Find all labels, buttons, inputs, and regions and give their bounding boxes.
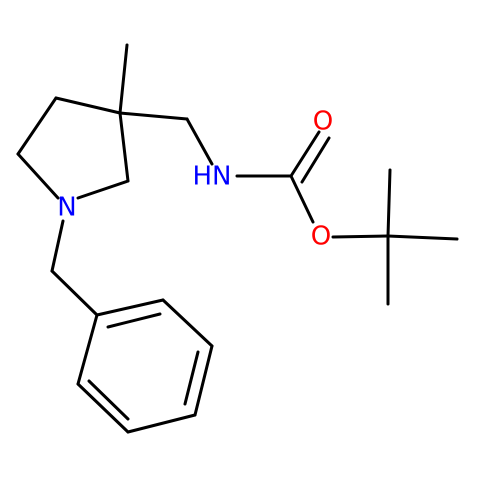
atom-label-ester-oxygen: O — [311, 222, 331, 252]
bond-carbonyl-ester-o — [289, 174, 315, 224]
bond-methyl — [118, 43, 129, 115]
bond-ring-c5-n — [16, 152, 60, 200]
bond-ring-c2-c3 — [118, 111, 130, 183]
bond-ring-n-c2 — [76, 179, 130, 200]
bond-ch2-nh — [185, 117, 214, 166]
bond-ring-c4-c5 — [16, 96, 58, 156]
bond-ring-c3-c4 — [54, 96, 122, 115]
atom-label-ring-nitrogen: N — [57, 193, 76, 223]
bond-tbu-methyl-up — [386, 168, 392, 238]
bond-carbonyl-double-1 — [289, 130, 321, 178]
bond-benzene-3 — [193, 344, 214, 417]
bond-benzene-2 — [161, 298, 214, 348]
bond-benzene-6 — [76, 313, 99, 386]
bond-c3-ch2 — [118, 111, 189, 121]
atom-label-amide-nitrogen: HN — [193, 162, 232, 192]
bond-benzene-inner-3 — [87, 379, 130, 421]
bond-tbu-methyl-right — [386, 234, 459, 241]
bond-benzyl-ch2-ring — [50, 269, 99, 317]
bond-benzene-5 — [76, 382, 130, 434]
bond-ester-o-tert-c — [331, 234, 390, 239]
bond-n-benzyl-ch2 — [50, 219, 65, 273]
bond-benzene-inner-2 — [183, 350, 200, 406]
bond-benzene-inner-1 — [106, 312, 162, 329]
bond-carbonyl-double-2 — [300, 136, 331, 184]
atom-label-carbonyl-oxygen: O — [313, 107, 333, 137]
bond-benzene-1 — [95, 298, 165, 317]
bond-benzene-4 — [126, 413, 197, 434]
